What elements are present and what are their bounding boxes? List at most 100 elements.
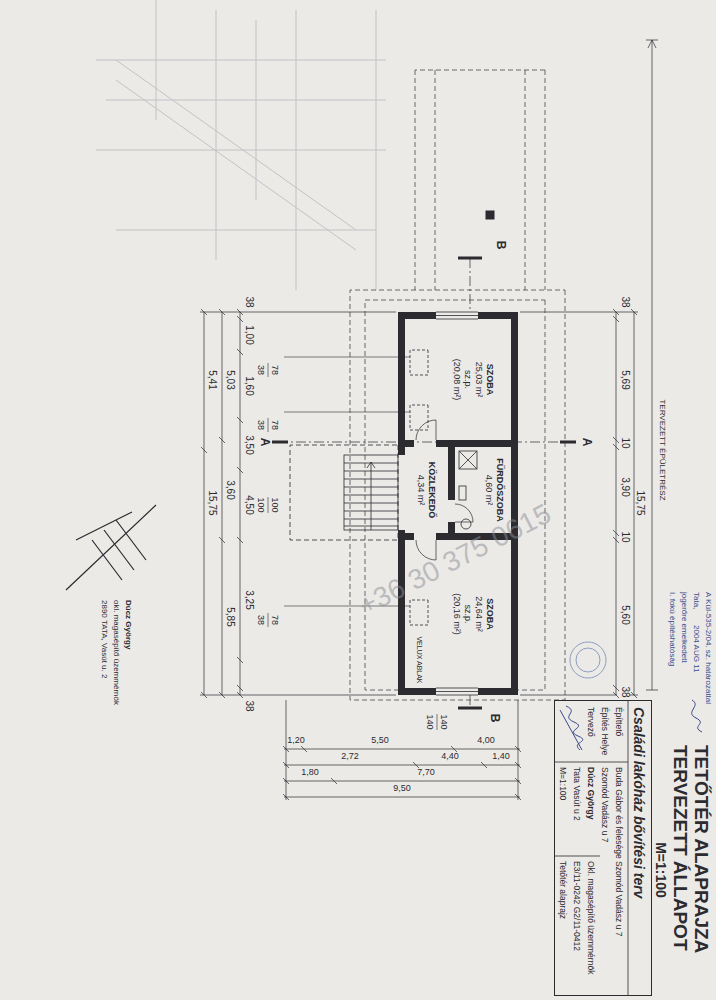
dimension-text: 5,60: [619, 605, 631, 624]
leader-line: [284, 357, 410, 606]
ghost-sketch: [96, 0, 386, 290]
dimension-text: 10: [619, 531, 631, 542]
dimension-text: 1,20: [287, 735, 305, 745]
dimension-text: 3,60: [224, 480, 236, 499]
title-block-grid: [554, 700, 628, 996]
room-text: FÜRDŐSZOBA: [494, 456, 505, 524]
window-size: 38: [256, 615, 266, 625]
room-text: 4,34 m²: [416, 473, 427, 508]
dimension-text: 7,70: [417, 767, 435, 777]
dimension-text: 3,25: [243, 590, 255, 609]
section-line: [272, 442, 576, 443]
bathroom-fixture: [461, 519, 471, 529]
room-text: KÖZLEKEDŐ: [427, 460, 438, 521]
stamp-text: 2004 AUG 11: [691, 625, 700, 672]
scale-text: M=1:100: [653, 842, 669, 898]
dimension-text: 38: [619, 686, 631, 697]
opening-size: 100: [256, 497, 266, 512]
stair: [290, 445, 398, 540]
signature: [692, 700, 702, 732]
roof-window: [410, 600, 428, 625]
room-text: (20,16 m²): [451, 591, 462, 637]
opening-size: 140: [425, 714, 435, 729]
room-label: SZOBA25,03 m²sz.p.(20,08 m²): [435, 319, 511, 440]
dimension-text: 1,60: [243, 376, 255, 395]
leader-line: [268, 357, 437, 730]
title-block-text: E3/11-0242 G2/11-0412: [571, 861, 581, 951]
round-stamp: [570, 642, 606, 678]
room-text: SZOBA: [484, 362, 495, 398]
dimension-text: 1,40: [492, 751, 510, 761]
dimension-text: 15,75: [634, 490, 646, 515]
bathroom-fixture: [459, 451, 477, 469]
room-text: sz.p.: [462, 602, 473, 625]
section-line: [486, 211, 494, 219]
dimension-text: 4,40: [441, 751, 459, 761]
title-block-text: Tetőtér alaprajz: [557, 861, 567, 919]
dimension-line: [286, 700, 518, 800]
title-block-text: Tata Vasút u 2: [571, 767, 581, 821]
designer-stamp: okl. magasépítő üzemmérnök: [111, 600, 120, 705]
dimension-line: [646, 40, 658, 690]
stamp-text: Tata,: [691, 592, 700, 609]
dimension-line: [283, 794, 521, 800]
dimension-text: 9,50: [393, 783, 411, 793]
title-block: Családi lakóház bővítési terv ÉpíttetőBud…: [554, 700, 652, 996]
wall: [448, 447, 455, 533]
stair: [367, 462, 375, 530]
bathroom-fixture: [459, 486, 466, 500]
wall: [414, 533, 436, 540]
dimension-text: 1,00: [243, 325, 255, 344]
dimension-text: 3,90: [619, 477, 631, 496]
dimension-text: 5,41: [206, 370, 218, 389]
dimension-text: 15,75: [206, 490, 218, 515]
title-block-text: Dúcz György: [585, 767, 595, 819]
dimension-text: 38: [243, 296, 255, 307]
round-stamp: [576, 648, 600, 672]
window-size: 38: [256, 420, 266, 430]
section-line: [272, 258, 576, 708]
wall: [448, 500, 455, 522]
window-symbol: [436, 312, 478, 695]
opening-size: 100: [270, 497, 280, 512]
dimension-line: [613, 309, 619, 698]
window-size: 78: [270, 420, 280, 430]
stamp-text: jogerőre emelkedett: [679, 592, 688, 663]
stair: [344, 455, 398, 530]
opening-size: 140: [439, 714, 449, 729]
room-text: sz.p.: [462, 368, 473, 391]
window-size: 78: [270, 615, 280, 625]
title-block-text: M=1:100: [557, 767, 567, 800]
dimension-line: [200, 40, 658, 800]
leader-line: [268, 363, 437, 730]
dimension-text: 5,50: [371, 735, 389, 745]
region-note: TERVEZETT ÉPÜLETRÉSZ: [657, 399, 666, 500]
roof-window: [410, 405, 428, 430]
title-block-text: Építtető: [613, 707, 623, 736]
section-line: [470, 258, 471, 708]
dimension-text: 5,03: [224, 370, 236, 389]
section-mark: A: [579, 438, 593, 447]
title-block-grid: [554, 700, 628, 996]
wall: [398, 312, 518, 695]
dimension-line: [283, 746, 521, 752]
dimension-text: 4,50: [243, 495, 255, 514]
bathroom-fixture: [459, 451, 477, 529]
dimension-text: 1,80: [301, 767, 319, 777]
window-symbol: [436, 312, 478, 695]
hatch-mark: [66, 505, 156, 590]
title-block-text: Családi lakóház bővítési terv: [631, 707, 647, 898]
designer-stamp: Dúcz György: [123, 600, 132, 649]
stamp-text: A KüI-535-2/04. sz. határozattal: [703, 592, 712, 704]
dimension-line: [201, 309, 207, 698]
roof-window: [410, 350, 428, 375]
title-block-text: Tervező: [585, 707, 595, 737]
window-note: VELUX ABLAK: [415, 636, 423, 683]
title-block-text: Buda Gábor és felesége Szomód Vadász u 7: [613, 767, 623, 936]
bathroom-fixture: [459, 451, 477, 469]
wall: [398, 312, 518, 695]
dimension-text: 2,72: [341, 751, 359, 761]
title-block-text: Szomód Vadász u 7: [599, 767, 609, 842]
dimension-text: 3,50: [243, 435, 255, 454]
title-block-text: Építés Helye: [599, 707, 609, 755]
